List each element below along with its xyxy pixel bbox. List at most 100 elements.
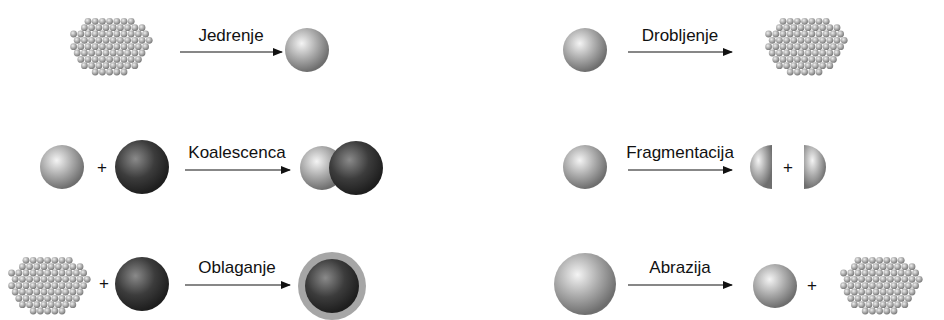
- small-particle: [834, 24, 841, 31]
- small-particle: [88, 50, 95, 57]
- small-particle: [823, 31, 830, 38]
- small-particle: [110, 62, 117, 69]
- small-particle: [808, 56, 815, 63]
- small-particle: [787, 31, 794, 38]
- small-particle: [801, 69, 808, 76]
- small-particle: [30, 295, 37, 302]
- small-particle: [99, 69, 106, 76]
- small-particle: [887, 301, 894, 308]
- small-particle: [765, 43, 772, 50]
- small-particle: [33, 289, 40, 296]
- particle: [115, 140, 169, 194]
- small-particle: [826, 62, 833, 69]
- small-particle: [883, 308, 890, 315]
- small-particle: [858, 301, 865, 308]
- small-particle: [865, 263, 872, 270]
- small-particle: [33, 263, 40, 270]
- small-particle: [121, 43, 128, 50]
- small-particle: [26, 301, 33, 308]
- small-particle: [30, 308, 37, 315]
- small-particle: [117, 62, 124, 69]
- small-particle: [110, 37, 117, 44]
- small-particle: [883, 270, 890, 277]
- small-particle: [99, 31, 106, 38]
- small-particle: [103, 62, 110, 69]
- small-particle: [131, 50, 138, 57]
- small-particle: [139, 50, 146, 57]
- small-particle: [48, 301, 55, 308]
- small-particle: [117, 24, 124, 31]
- small-particle: [33, 301, 40, 308]
- small-particle: [66, 295, 73, 302]
- small-particle: [95, 24, 102, 31]
- small-particle: [858, 276, 865, 283]
- small-particle: [92, 69, 99, 76]
- small-particle: [808, 43, 815, 50]
- small-particle: [30, 257, 37, 264]
- particle: [305, 259, 359, 313]
- small-particle: [816, 69, 823, 76]
- small-particle: [887, 289, 894, 296]
- small-particle: [873, 276, 880, 283]
- small-particle: [855, 282, 862, 289]
- small-particle: [55, 276, 62, 283]
- small-particle: [772, 43, 779, 50]
- small-particle: [113, 56, 120, 63]
- small-particle: [69, 263, 76, 270]
- small-particle: [883, 257, 890, 264]
- small-particle: [912, 282, 919, 289]
- small-particle: [77, 289, 84, 296]
- small-particle: [865, 289, 872, 296]
- small-particle: [790, 37, 797, 44]
- small-particle: [128, 56, 135, 63]
- small-particle: [135, 31, 142, 38]
- small-particle: [801, 18, 808, 25]
- small-particle: [95, 50, 102, 57]
- small-particle: [812, 37, 819, 44]
- small-particle: [48, 263, 55, 270]
- small-particle: [139, 24, 146, 31]
- small-particle: [19, 276, 26, 283]
- small-particle: [819, 50, 826, 57]
- small-particle: [106, 18, 113, 25]
- small-particle: [135, 56, 142, 63]
- small-particle: [44, 295, 51, 302]
- small-particle: [801, 31, 808, 38]
- small-particle: [844, 289, 851, 296]
- small-particle: [794, 18, 801, 25]
- small-particle: [847, 282, 854, 289]
- small-particle: [855, 295, 862, 302]
- small-particle: [142, 43, 149, 50]
- small-particle: [70, 31, 77, 38]
- particle: [329, 141, 383, 195]
- small-particle: [790, 50, 797, 57]
- small-particle: [894, 301, 901, 308]
- small-particle: [826, 50, 833, 57]
- small-particle: [19, 289, 26, 296]
- small-particle: [869, 270, 876, 277]
- small-particle: [894, 263, 901, 270]
- small-particle: [880, 289, 887, 296]
- small-particle: [787, 43, 794, 50]
- small-particle: [780, 31, 787, 38]
- small-particle: [62, 301, 69, 308]
- small-particle: [33, 276, 40, 283]
- small-particle: [85, 56, 92, 63]
- process-arrow: [628, 284, 732, 285]
- process-arrow: [628, 51, 732, 52]
- small-particle: [816, 43, 823, 50]
- small-particle: [124, 62, 131, 69]
- small-particle: [823, 18, 830, 25]
- small-particle: [891, 257, 898, 264]
- small-particle: [819, 37, 826, 44]
- small-particle: [77, 263, 84, 270]
- small-particle: [805, 50, 812, 57]
- small-particle: [798, 50, 805, 57]
- small-particle: [798, 24, 805, 31]
- small-particle: [84, 276, 91, 283]
- small-particle: [862, 308, 869, 315]
- process-arrow: [180, 51, 282, 52]
- small-particle: [124, 50, 131, 57]
- small-particle: [816, 18, 823, 25]
- small-particle: [106, 31, 113, 38]
